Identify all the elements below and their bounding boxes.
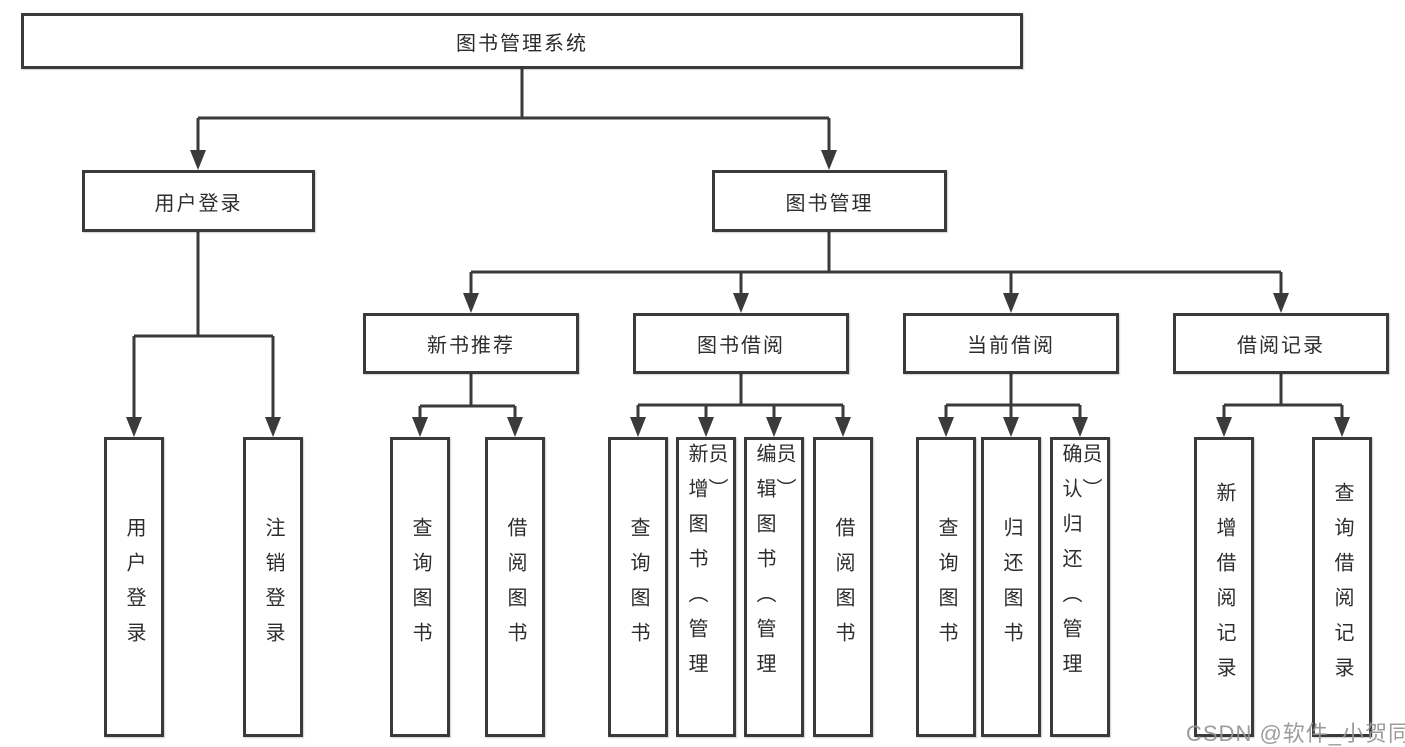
leaf-user-login: 用户登录 <box>104 437 164 737</box>
arrowhead-book-mgmt <box>821 150 837 170</box>
connector-current-borrow-children <box>944 374 1082 419</box>
node-root-label: 图书管理系统 <box>456 32 588 55</box>
connector-book-mgmt-children <box>469 232 1283 294</box>
node-borrow-records: 借阅记录 <box>1173 313 1389 374</box>
node-book-borrow-label: 图书借阅 <box>697 335 785 357</box>
leaf-query-books-1: 查询图书 <box>390 437 450 737</box>
arrowhead-leaf-add-books <box>698 417 714 437</box>
arrowhead-new-book-rec <box>463 293 479 313</box>
arrowhead-leaf-confirm-return <box>1072 417 1088 437</box>
arrowhead-leaf-borrow-books-1 <box>507 417 523 437</box>
node-root: 图书管理系统 <box>21 13 1023 69</box>
arrowhead-leaf-query-record <box>1334 417 1350 437</box>
leaf-add-books-admin: 新增图书（管理员） <box>676 437 736 737</box>
node-current-borrow: 当前借阅 <box>903 313 1119 374</box>
leaf-return-books-label: 归还图书 <box>1000 517 1022 657</box>
arrowhead-leaf-borrow-books-2 <box>835 417 851 437</box>
arrowhead-leaf-add-record <box>1216 417 1232 437</box>
leaf-borrow-books-2-label: 借阅图书 <box>832 517 854 657</box>
connector-book-borrow-children <box>636 374 845 419</box>
leaf-logout-label: 注销登录 <box>262 517 284 657</box>
arrowhead-user-login <box>190 150 206 170</box>
leaf-add-borrow-record: 新增借阅记录 <box>1194 437 1254 737</box>
node-new-book-rec: 新书推荐 <box>363 313 579 374</box>
leaf-return-books: 归还图书 <box>981 437 1041 737</box>
leaf-edit-books-admin: 编辑图书（管理员） <box>744 437 804 737</box>
leaf-edit-books-admin-label: 编辑图书（管理员） <box>753 443 795 688</box>
leaf-query-books-2-label: 查询图书 <box>627 517 649 657</box>
node-book-mgmt-label: 图书管理 <box>785 192 874 215</box>
leaf-add-books-admin-label: 新增图书（管理员） <box>685 443 727 688</box>
leaf-query-books-2: 查询图书 <box>608 437 668 737</box>
leaf-logout: 注销登录 <box>243 437 303 737</box>
connector-user-login-children <box>132 232 275 419</box>
leaf-borrow-books-1-label: 借阅图书 <box>504 517 526 657</box>
connector-new-book-rec-children <box>418 374 517 419</box>
arrowhead-leaf-query-books-3 <box>938 417 954 437</box>
leaf-confirm-return-admin-label: 确认归还（管理员） <box>1059 443 1101 688</box>
leaf-confirm-return-admin: 确认归还（管理员） <box>1050 437 1110 737</box>
connector-borrow-records-children <box>1222 374 1344 419</box>
node-current-borrow-label: 当前借阅 <box>967 335 1055 357</box>
node-book-mgmt: 图书管理 <box>712 170 947 232</box>
arrowhead-leaf-return-books <box>1003 417 1019 437</box>
leaf-query-books-3-label: 查询图书 <box>935 517 957 657</box>
connector-root-to-level2 <box>196 69 831 151</box>
node-user-login-label: 用户登录 <box>154 192 243 215</box>
leaf-add-borrow-record-label: 新增借阅记录 <box>1213 482 1235 692</box>
arrowhead-leaf-logout <box>265 417 281 437</box>
node-borrow-records-label: 借阅记录 <box>1237 335 1325 357</box>
csdn-watermark: CSDN @软件_小贺同学 <box>1186 721 1405 746</box>
leaf-query-books-1-label: 查询图书 <box>409 517 431 657</box>
leaf-query-books-3: 查询图书 <box>916 437 976 737</box>
node-new-book-rec-label: 新书推荐 <box>427 335 515 357</box>
arrowhead-leaf-query-books-1 <box>412 417 428 437</box>
arrowhead-leaf-edit-books <box>766 417 782 437</box>
arrowhead-leaf-query-books-2 <box>630 417 646 437</box>
node-book-borrow: 图书借阅 <box>633 313 849 374</box>
leaf-query-borrow-record-label: 查询借阅记录 <box>1331 482 1353 692</box>
node-user-login: 用户登录 <box>82 170 315 232</box>
arrowhead-current-borrow <box>1003 293 1019 313</box>
leaf-borrow-books-1: 借阅图书 <box>485 437 545 737</box>
leaf-borrow-books-2: 借阅图书 <box>813 437 873 737</box>
arrowhead-book-borrow <box>733 293 749 313</box>
leaf-query-borrow-record: 查询借阅记录 <box>1312 437 1372 737</box>
arrowhead-leaf-user-login <box>126 417 142 437</box>
arrowhead-borrow-records <box>1273 293 1289 313</box>
leaf-user-login-label: 用户登录 <box>123 517 145 657</box>
